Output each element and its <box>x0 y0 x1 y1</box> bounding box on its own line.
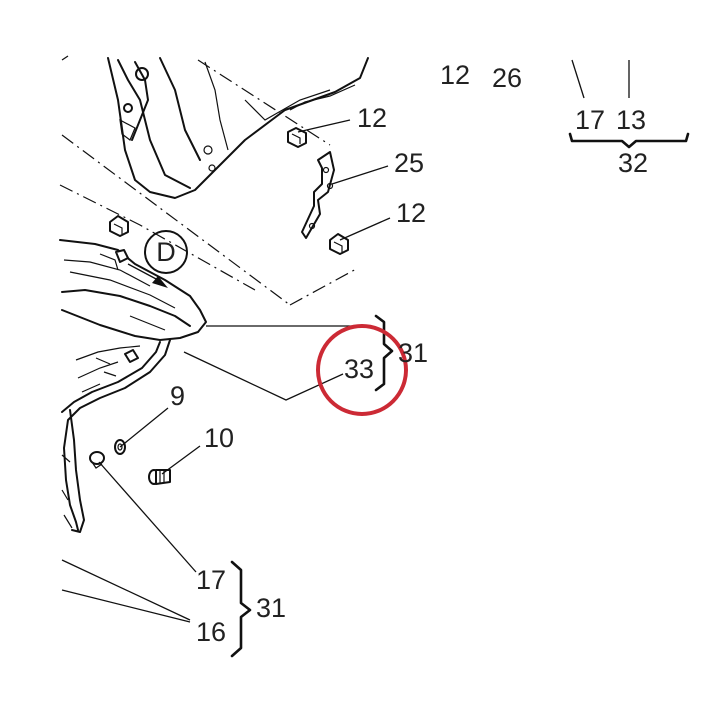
mounting-bracket <box>301 151 335 239</box>
callout-12-upper: 12 <box>357 103 387 133</box>
callout-top-26: 26 <box>492 63 522 93</box>
callout-top-32: 32 <box>618 148 648 178</box>
leader-top-17 <box>571 59 585 99</box>
bracket-top-32 <box>568 132 690 149</box>
lower-frame <box>61 339 171 533</box>
guide-line-upper <box>197 59 331 146</box>
upper-housing <box>61 55 369 199</box>
leader-16-b <box>61 589 191 623</box>
callout-9: 9 <box>170 381 185 411</box>
screw <box>148 469 171 485</box>
callout-25: 25 <box>394 148 424 178</box>
view-marker-letter: D <box>156 237 176 267</box>
guide-line-long <box>61 134 291 306</box>
leader-25 <box>331 165 389 185</box>
leader-12-lower <box>339 217 391 241</box>
callout-top-12: 12 <box>440 60 470 90</box>
callout-17-lower: 17 <box>196 565 226 595</box>
callout-12-lower: 12 <box>396 198 426 228</box>
bracket-31-upper <box>374 314 394 392</box>
callout-top-13: 13 <box>616 105 646 135</box>
leader-33 <box>183 351 344 401</box>
guide-line-right <box>289 267 359 306</box>
grommet <box>89 451 105 469</box>
leader-17-lower <box>98 461 197 573</box>
leader-16-a <box>61 559 191 621</box>
callout-top-17: 17 <box>575 105 605 135</box>
callout-31-lower: 31 <box>256 593 286 623</box>
view-marker-d: D <box>127 230 188 288</box>
clip-upper <box>287 127 307 148</box>
highlight-ring <box>316 324 408 416</box>
leader-12-upper <box>297 119 351 133</box>
leader-9 <box>119 407 169 448</box>
callout-10: 10 <box>204 423 234 453</box>
callout-16-lower: 16 <box>196 617 226 647</box>
callout-31-upper: 31 <box>398 338 428 368</box>
leader-10 <box>161 445 201 475</box>
clip-left <box>109 215 129 237</box>
guide-line-mid <box>59 184 256 291</box>
callout-33: 33 <box>344 354 374 384</box>
bracket-31-lower <box>230 560 252 658</box>
cover-panel <box>59 239 207 341</box>
